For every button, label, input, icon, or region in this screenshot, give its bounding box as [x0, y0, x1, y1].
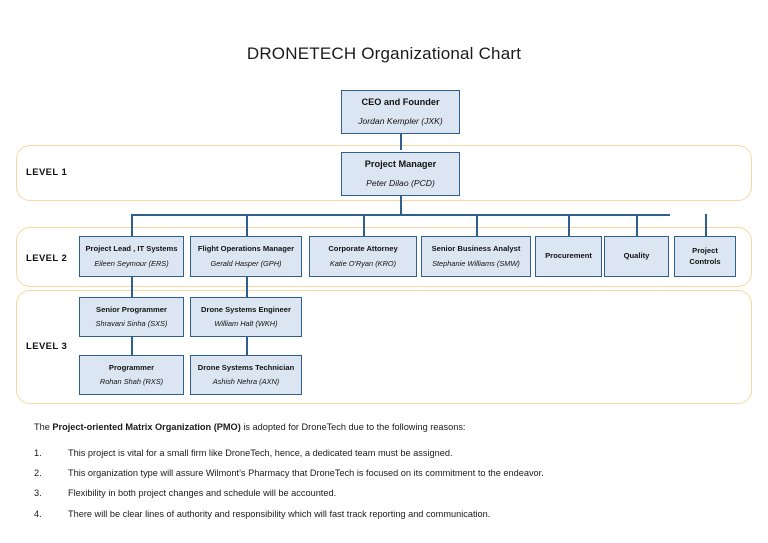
- connector-bus-to-l2-2: [246, 214, 248, 236]
- connector-bus-to-l2-1: [131, 214, 133, 236]
- node-senior-business-analyst-person: Stephanie Williams (SMW): [432, 258, 520, 268]
- connector-level2-bus: [131, 214, 670, 216]
- node-project-lead-it-systems[interactable]: Project Lead , IT Systems Eileen Seymour…: [79, 236, 184, 277]
- notes-intro-bold: Project-oriented Matrix Organization (PM…: [52, 422, 241, 432]
- notes-section: The Project-oriented Matrix Organization…: [34, 421, 734, 528]
- node-project-lead-it-systems-person: Eileen Seymour (ERS): [94, 258, 169, 268]
- node-procurement-role: Procurement: [545, 251, 592, 261]
- list-item-number: 4.: [34, 508, 42, 519]
- connector-bus-to-l2-6: [636, 214, 638, 236]
- notes-intro-after: is adopted for DroneTech due to the foll…: [240, 422, 466, 432]
- list-item-number: 3.: [34, 488, 42, 499]
- notes-intro: The Project-oriented Matrix Organization…: [34, 421, 734, 435]
- node-project-controls[interactable]: Project Controls: [674, 236, 736, 277]
- node-ceo-person: Jordan Kempler (JXK): [358, 115, 443, 126]
- node-flight-operations-manager[interactable]: Flight Operations Manager Gerald Hasper …: [190, 236, 302, 277]
- node-corporate-attorney[interactable]: Corporate Attorney Katie O'Ryan (KRO): [309, 236, 417, 277]
- list-item-number: 2.: [34, 468, 42, 479]
- node-project-manager[interactable]: Project Manager Peter Dilao (PCD): [341, 152, 460, 196]
- list-item-text: This project is vital for a small firm l…: [68, 447, 453, 458]
- connector-bus-to-l2-7: [705, 214, 707, 236]
- connector-l3-1-to-l3-3: [131, 337, 133, 355]
- connector-ceo-to-pm: [400, 133, 402, 150]
- node-drone-systems-technician[interactable]: Drone Systems Technician Ashish Nehra (A…: [190, 355, 302, 395]
- node-project-lead-it-systems-role: Project Lead , IT Systems: [85, 244, 178, 254]
- node-ceo[interactable]: CEO and Founder Jordan Kempler (JXK): [341, 90, 460, 134]
- node-senior-programmer[interactable]: Senior Programmer Shravani Sinha (SXS): [79, 297, 184, 337]
- node-project-manager-role: Project Manager: [364, 159, 437, 170]
- notes-intro-before: The: [34, 422, 53, 432]
- node-project-controls-role: Project Controls: [689, 246, 721, 266]
- node-flight-operations-manager-person: Gerald Hasper (GPH): [210, 258, 282, 268]
- connector-bus-to-l2-5: [568, 214, 570, 236]
- node-drone-systems-engineer-person: William Halt (WKH): [214, 319, 278, 329]
- node-senior-business-analyst[interactable]: Senior Business Analyst Stephanie Willia…: [421, 236, 531, 277]
- level-band-1: [16, 145, 752, 201]
- node-drone-systems-engineer-role: Drone Systems Engineer: [201, 304, 291, 314]
- list-item: 1. This project is vital for a small fir…: [34, 447, 734, 460]
- node-senior-programmer-role: Senior Programmer: [96, 304, 167, 314]
- node-project-manager-person: Peter Dilao (PCD): [366, 177, 435, 188]
- list-item: 4. There will be clear lines of authorit…: [34, 508, 734, 521]
- page-title: DRONETECH Organizational Chart: [246, 44, 522, 63]
- node-drone-systems-technician-person: Ashish Nehra (AXN): [212, 377, 280, 387]
- level-band-3: [16, 290, 752, 404]
- node-programmer-person: Rohan Shah (RXS): [99, 377, 164, 387]
- notes-list: 1. This project is vital for a small fir…: [34, 447, 734, 521]
- node-drone-systems-engineer[interactable]: Drone Systems Engineer William Halt (WKH…: [190, 297, 302, 337]
- connector-l2-1-to-l3-1: [131, 277, 133, 297]
- connector-bus-to-l2-4: [476, 214, 478, 236]
- node-drone-systems-technician-role: Drone Systems Technician: [197, 362, 295, 372]
- connector-pm-down: [400, 196, 402, 215]
- connector-bus-to-l2-3: [363, 214, 365, 236]
- node-ceo-role: CEO and Founder: [361, 97, 440, 108]
- node-quality-role: Quality: [623, 251, 650, 261]
- node-corporate-attorney-person: Katie O'Ryan (KRO): [329, 258, 397, 268]
- list-item: 3. Flexibility in both project changes a…: [34, 487, 734, 500]
- node-programmer[interactable]: Programmer Rohan Shah (RXS): [79, 355, 184, 395]
- level-label-1: LEVEL 1: [26, 167, 68, 178]
- level-label-2: LEVEL 2: [26, 253, 68, 264]
- node-flight-operations-manager-role: Flight Operations Manager: [197, 244, 295, 254]
- list-item-text: There will be clear lines of authority a…: [68, 508, 491, 519]
- node-senior-business-analyst-role: Senior Business Analyst: [431, 244, 521, 254]
- node-quality[interactable]: Quality: [604, 236, 669, 277]
- node-senior-programmer-person: Shravani Sinha (SXS): [95, 319, 168, 329]
- node-procurement[interactable]: Procurement: [535, 236, 602, 277]
- node-corporate-attorney-role: Corporate Attorney: [328, 244, 398, 254]
- list-item-text: This organization type will assure Wilmo…: [68, 468, 544, 479]
- list-item: 2. This organization type will assure Wi…: [34, 467, 734, 480]
- list-item-text: Flexibility in both project changes and …: [68, 488, 337, 499]
- node-programmer-role: Programmer: [108, 362, 155, 372]
- list-item-number: 1.: [34, 447, 42, 458]
- level-band-2: [16, 227, 752, 287]
- connector-l2-2-to-l3-2: [246, 277, 248, 297]
- connector-l3-2-to-l3-4: [246, 337, 248, 355]
- level-label-3: LEVEL 3: [26, 341, 68, 352]
